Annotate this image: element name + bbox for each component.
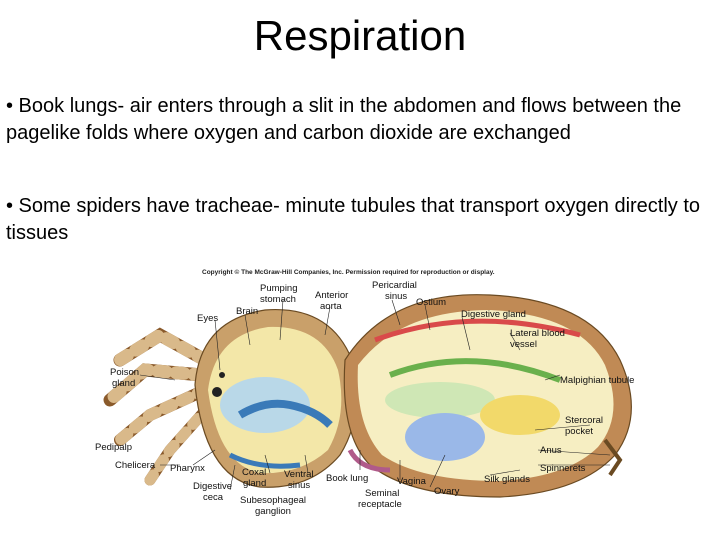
abdomen: [343, 294, 632, 498]
label-pedipalp: Pedipalp: [95, 442, 132, 453]
label-book-lung: Book lung: [326, 473, 368, 484]
label-anus: Anus: [540, 445, 562, 456]
bullet-book-lungs: • Book lungs- air enters through a slit …: [6, 95, 682, 144]
bullet-tracheae: • Some spiders have tracheae- minute tub…: [6, 195, 701, 244]
spider-anatomy-illustration: Copyright © The McGraw-Hill Companies, I…: [95, 268, 634, 517]
label-pharynx: Pharynx: [170, 463, 205, 474]
label-ovary: Ovary: [434, 486, 460, 497]
eye-dot: [212, 387, 222, 397]
label-chelicera: Chelicera: [115, 460, 156, 471]
slide-title: Respiration: [253, 12, 467, 59]
label-silk-glands: Silk glands: [484, 474, 530, 485]
label-malpighian-tubule: Malpighian tubule: [560, 375, 634, 386]
label-brain: Brain: [236, 306, 258, 317]
copyright-text: Copyright © The McGraw-Hill Companies, I…: [202, 268, 495, 276]
cephalothorax: [194, 308, 358, 488]
label-vagina: Vagina: [397, 476, 427, 487]
label-eyes: Eyes: [197, 313, 218, 324]
label-ostium: Ostium: [416, 297, 446, 308]
label-spinnerets: Spinnerets: [540, 463, 586, 474]
label-digestive-gland: Digestive gland: [461, 309, 526, 320]
leader-lines: [139, 299, 611, 491]
spider-anatomy-figure: Copyright © The McGraw-Hill Companies, I…: [90, 265, 680, 540]
spider-legs: [103, 327, 216, 486]
